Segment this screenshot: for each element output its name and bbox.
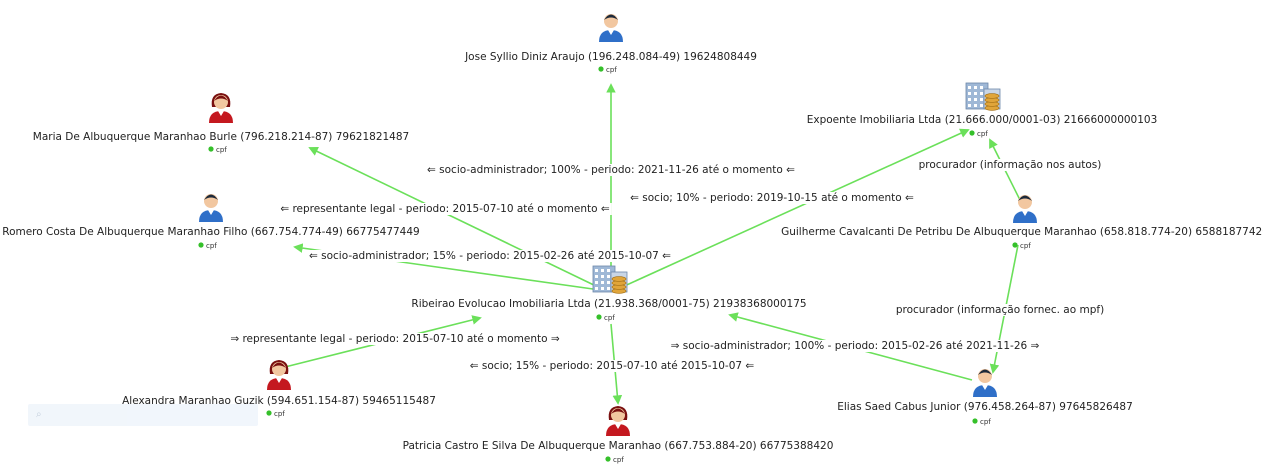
node-label: Ribeirao Evolucao Imobiliaria Ltda (21.9… [411,298,806,310]
edge-label: ⇐ socio; 15% - periodo: 2015-07-10 até 2… [470,360,755,372]
person-female-icon [267,360,291,390]
person-male-icon [1013,195,1037,223]
node-sub-label: cpf [604,314,615,322]
status-dot [1012,242,1018,248]
person-male-icon [599,14,623,42]
search-icon: ⌕ [36,409,42,420]
node-patricia[interactable]: Patricia Castro E Silva De Albuquerque M… [403,406,834,464]
status-dot [198,242,204,248]
person-male-icon [199,194,223,222]
edge-label: ⇒ representante legal - periodo: 2015-07… [230,333,560,345]
edge-label: ⇐ socio-administrador; 15% - periodo: 20… [309,250,671,262]
node-sub-label: cpf [613,456,624,464]
node-sub-label: cpf [1020,242,1031,250]
node-label: Expoente Imobiliaria Ltda (21.666.000/00… [807,114,1158,126]
edge-label-bg [893,304,1107,316]
status-dot [596,314,602,320]
edge-label-bg [916,159,1104,171]
edge-label-bg [467,360,757,372]
faint-search-bar[interactable]: ⌕ [28,404,258,426]
node-label: Elias Saed Cabus Junior (976.458.264-87)… [837,401,1133,413]
node-sub-label: cpf [274,410,285,418]
node-elias[interactable]: Elias Saed Cabus Junior (976.458.264-87)… [837,369,1133,426]
node-sub-label: cpf [606,66,617,74]
status-dot [598,66,604,72]
node-maria[interactable]: Maria De Albuquerque Maranhao Burle (796… [33,93,409,154]
node-label: Patricia Castro E Silva De Albuquerque M… [403,440,834,452]
person-female-icon [209,93,233,123]
edge-label-bg [228,333,562,345]
node-label: Maria De Albuquerque Maranhao Burle (796… [33,131,409,143]
edge-label: ⇒ socio-administrador; 100% - periodo: 2… [671,340,1040,352]
person-female-icon [606,406,630,436]
node-sub-label: cpf [206,242,217,250]
status-dot [972,418,978,424]
node-sub-label: cpf [980,418,991,426]
node-label: Romero Costa De Albuquerque Maranhao Fil… [2,226,419,238]
edge-label-bg [628,192,917,204]
node-sub-label: cpf [216,146,227,154]
status-dot [605,456,611,462]
status-dot [208,146,214,152]
edge-line[interactable] [619,128,970,289]
edge-label: procurador (informação nos autos) [919,159,1102,171]
node-label: Guilherme Cavalcanti De Petribu De Albuq… [781,226,1263,238]
edge-label: ⇐ socio-administrador; 100% - periodo: 2… [427,164,795,176]
person-male-icon [973,369,997,397]
node-expoente[interactable]: Expoente Imobiliaria Ltda (21.666.000/00… [807,82,1158,138]
edge-label: procurador (informação fornec. ao mpf) [896,304,1104,316]
node-sub-label: cpf [977,130,988,138]
company-building-icon [592,265,628,294]
edge-line[interactable] [308,147,601,289]
edge-label: ⇐ socio; 10% - periodo: 2019-10-15 até o… [630,192,914,204]
node-label: Jose Syllio Diniz Araujo (196.248.084-49… [464,51,757,63]
edge-label-bg [278,203,612,215]
node-jose[interactable]: Jose Syllio Diniz Araujo (196.248.084-49… [464,14,757,74]
edge-label: ⇐ representante legal - periodo: 2015-07… [280,203,610,215]
company-building-icon [965,82,1001,111]
status-dot [266,410,272,416]
status-dot [969,130,975,136]
edge-label-bg [307,250,674,262]
node-romero[interactable]: Romero Costa De Albuquerque Maranhao Fil… [2,194,420,250]
edge-label-bg [668,340,1042,352]
node-guilherme[interactable]: Guilherme Cavalcanti De Petribu De Albuq… [781,195,1263,250]
edge-label-bg [425,164,798,176]
node-ribeirao[interactable]: Ribeirao Evolucao Imobiliaria Ltda (21.9… [411,265,807,322]
